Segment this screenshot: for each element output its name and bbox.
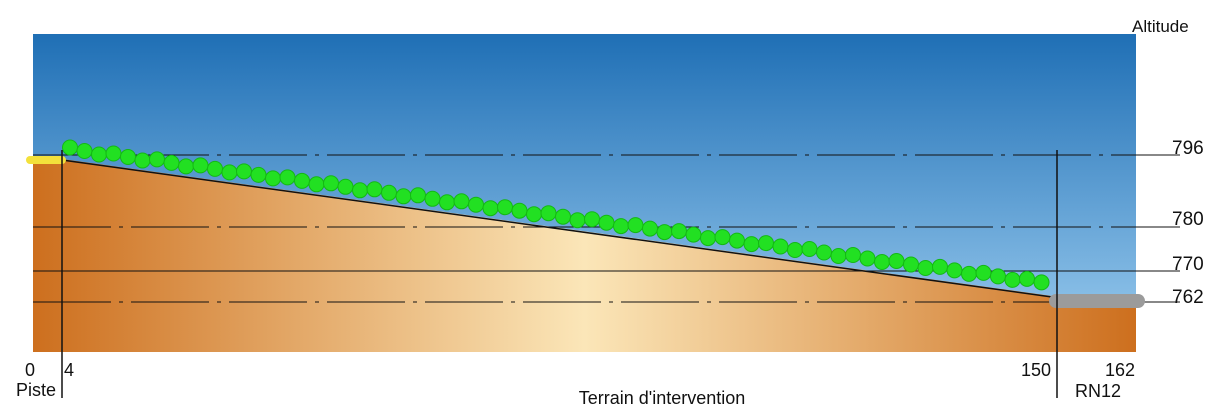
shrub bbox=[410, 187, 426, 204]
shrub bbox=[308, 176, 325, 193]
shrub bbox=[1019, 270, 1035, 287]
shrub bbox=[294, 172, 310, 189]
shrub bbox=[1004, 271, 1021, 288]
shrub bbox=[656, 224, 673, 241]
shrub bbox=[62, 139, 78, 156]
shrub bbox=[859, 250, 876, 267]
shrub bbox=[221, 164, 238, 181]
shrub bbox=[76, 143, 93, 159]
shrub bbox=[598, 214, 615, 231]
shrub bbox=[975, 264, 992, 281]
shrub bbox=[468, 196, 484, 213]
shrub bbox=[816, 244, 832, 261]
shrub bbox=[323, 175, 339, 192]
x-tick-162: 162 bbox=[1105, 360, 1135, 380]
shrub bbox=[178, 158, 194, 175]
shrub bbox=[990, 268, 1006, 285]
y-axis-title: Altitude bbox=[1132, 17, 1189, 36]
shrub bbox=[888, 253, 905, 269]
shrub bbox=[903, 256, 919, 273]
x-tick-4: 4 bbox=[64, 360, 74, 380]
shrub bbox=[1033, 274, 1050, 291]
shrub bbox=[714, 229, 731, 246]
shrub bbox=[453, 193, 470, 210]
shrub bbox=[772, 238, 789, 255]
shrub bbox=[337, 178, 354, 195]
slope-line bbox=[61, 159, 1053, 298]
shrub bbox=[134, 152, 151, 169]
label-terrain-intervention: Terrain d'intervention bbox=[579, 388, 746, 405]
label-piste: Piste bbox=[16, 380, 56, 400]
shrub bbox=[540, 205, 557, 222]
shrub bbox=[685, 226, 702, 243]
shrub bbox=[163, 154, 180, 171]
shrub bbox=[192, 157, 209, 174]
shrub bbox=[555, 208, 571, 225]
shrub bbox=[801, 241, 818, 257]
altitude-label-796: 796 bbox=[1172, 138, 1204, 159]
shrub bbox=[439, 194, 455, 211]
shrub bbox=[946, 262, 963, 279]
x-tick-150: 150 bbox=[1021, 360, 1051, 380]
shrub bbox=[424, 190, 441, 207]
altitude-label-770: 770 bbox=[1172, 254, 1204, 275]
shrub bbox=[569, 212, 586, 229]
shrub bbox=[627, 217, 644, 234]
shrub bbox=[845, 247, 861, 263]
altitude-label-762: 762 bbox=[1172, 287, 1204, 308]
shrub bbox=[395, 188, 412, 205]
shrub bbox=[250, 166, 267, 183]
x-tick-0: 0 bbox=[25, 360, 35, 380]
shrub bbox=[120, 149, 136, 165]
shrub bbox=[149, 151, 165, 168]
shrub bbox=[830, 248, 847, 264]
shrub bbox=[497, 199, 513, 216]
shrub bbox=[961, 265, 977, 282]
shrub bbox=[352, 182, 368, 199]
shrub bbox=[91, 146, 107, 163]
shrub bbox=[671, 223, 687, 240]
shrub bbox=[700, 230, 716, 247]
shrub bbox=[511, 202, 528, 219]
shrub bbox=[482, 200, 499, 217]
terrain-ground bbox=[33, 159, 1136, 352]
shrub bbox=[642, 220, 658, 237]
shrub bbox=[729, 232, 745, 249]
shrub bbox=[613, 218, 629, 235]
shrub bbox=[874, 254, 890, 270]
shrub bbox=[236, 163, 252, 180]
shrub bbox=[265, 170, 281, 187]
altitude-label-780: 780 bbox=[1172, 209, 1204, 230]
shrub bbox=[526, 206, 542, 223]
shrub bbox=[207, 160, 223, 177]
shrub bbox=[366, 181, 383, 198]
shrub bbox=[758, 235, 774, 252]
shrub bbox=[787, 242, 803, 258]
shrub bbox=[381, 184, 397, 201]
vegetation-band bbox=[62, 139, 1050, 291]
shrub bbox=[584, 211, 600, 228]
shrub bbox=[279, 169, 296, 186]
shrub bbox=[917, 260, 934, 276]
label-rn12: RN12 bbox=[1075, 381, 1121, 401]
shrub bbox=[932, 258, 948, 275]
shrub bbox=[105, 145, 122, 162]
shrub bbox=[743, 236, 760, 253]
